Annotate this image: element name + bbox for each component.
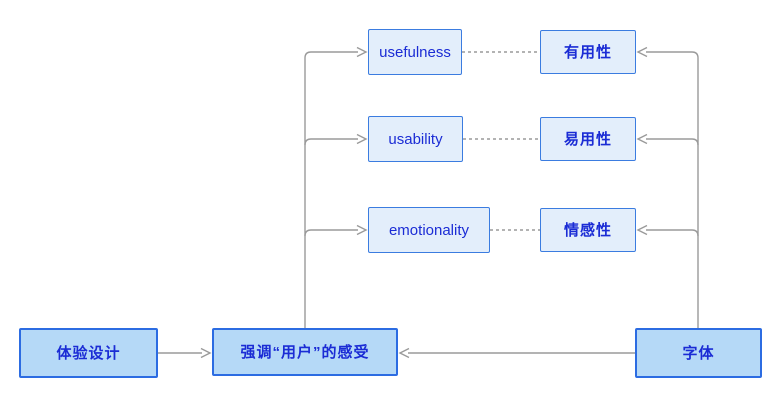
node-usability-label: usability [388, 130, 443, 148]
edge-experiencedesign-to-userfeeling [158, 347, 212, 359]
node-experience-design: 体验设计 [19, 328, 158, 378]
node-user-feeling-label: 强调“用户”的感受 [240, 343, 370, 361]
node-font-label: 字体 [682, 344, 715, 362]
node-usefulness-cn-label: 有用性 [563, 43, 612, 61]
node-usability-cn-label: 易用性 [563, 130, 612, 148]
node-usefulness: usefulness [368, 29, 462, 75]
node-experience-design-label: 体验设计 [56, 344, 121, 362]
node-font: 字体 [635, 328, 762, 378]
node-emotionality-label: emotionality [388, 221, 470, 239]
node-usability-cn: 易用性 [540, 117, 636, 161]
edge-userfeeling-to-usefulness [304, 46, 368, 328]
edge-font-to-emotionality-cn [636, 224, 699, 237]
edge-userfeeling-to-emotionality [304, 224, 368, 237]
node-usability: usability [368, 116, 463, 162]
node-user-feeling: 强调“用户”的感受 [212, 328, 398, 376]
node-emotionality-cn-label: 情感性 [563, 221, 612, 239]
node-emotionality-cn: 情感性 [540, 208, 636, 252]
node-usefulness-cn: 有用性 [540, 30, 636, 74]
edge-font-to-usability-cn [636, 133, 699, 146]
node-emotionality: emotionality [368, 207, 490, 253]
edge-font-to-userfeeling [398, 347, 635, 359]
node-usefulness-label: usefulness [379, 43, 451, 61]
edge-font-to-usefulness-cn [636, 46, 699, 328]
edge-userfeeling-to-usability [304, 133, 368, 146]
